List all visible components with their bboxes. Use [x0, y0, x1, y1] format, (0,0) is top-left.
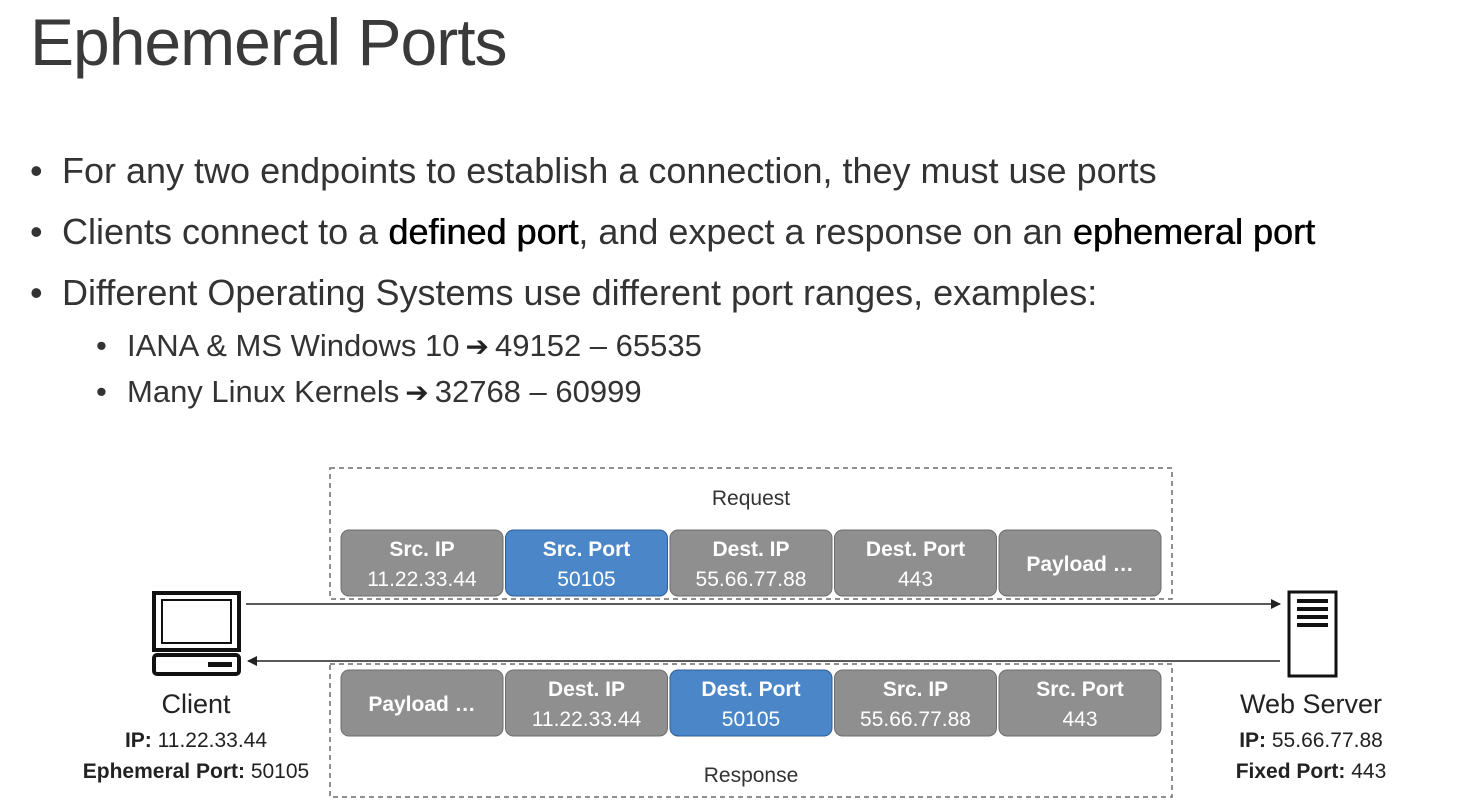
response-packet: Payload … Dest. IP 11.22.33.44 Dest. Port 50…	[340, 669, 1162, 737]
server-ip: IP: 55.66.77.88	[1239, 729, 1383, 752]
response-label: Response	[704, 764, 799, 787]
page-title: Ephemeral Ports	[30, 5, 508, 79]
bullet-item: Different Operating Systems use differen…	[30, 262, 1460, 323]
request-cell-value: 55.66.77.88	[696, 568, 807, 591]
client-ip: IP: 11.22.33.44	[125, 729, 267, 752]
request-cell-box	[340, 529, 504, 597]
response-cell-title: Payload …	[368, 693, 475, 716]
request-cell: Src. IP 11.22.33.44	[340, 529, 504, 597]
bullet-text: , and expect a response on an	[578, 211, 1073, 252]
response-cell-title: Dest. IP	[548, 678, 625, 701]
response-cell-title: Src. IP	[883, 678, 948, 701]
response-cell-value: 11.22.33.44	[532, 708, 642, 731]
client-port: Ephemeral Port: 50105	[83, 760, 309, 783]
request-cell: Src. Port 50105	[505, 529, 668, 597]
server-ip-value: 55.66.77.88	[1272, 729, 1383, 752]
server-port-value: 443	[1351, 760, 1386, 783]
response-cell-value: 443	[1062, 708, 1097, 731]
response-cell: Dest. IP 11.22.33.44	[505, 669, 668, 737]
server-icon	[1287, 590, 1338, 678]
request-cell: Dest. IP 55.66.77.88	[669, 529, 833, 597]
request-cell-box	[669, 529, 833, 597]
bullet-item: Clients connect to a defined port, and e…	[30, 201, 1460, 262]
response-cell-box	[505, 669, 668, 737]
request-cell-box	[834, 529, 997, 597]
response-cell: Payload …	[340, 669, 504, 737]
response-cell: Dest. Port 50105	[669, 669, 833, 737]
server-port: Fixed Port: 443	[1236, 760, 1387, 783]
bullet-item: For any two endpoints to establish a con…	[30, 140, 1460, 201]
response-cell-box	[340, 669, 504, 737]
sub-bullet-label: Many Linux Kernels	[127, 374, 400, 409]
response-cell-title: Src. Port	[1036, 678, 1124, 701]
sub-bullet-range: 32768 – 60999	[434, 374, 642, 409]
request-cell-value: 443	[898, 568, 933, 591]
response-frame	[329, 663, 1173, 798]
server-port-label: Fixed Port:	[1236, 760, 1346, 783]
sub-bullet-item: Many Linux Kernels➔32768 – 60999	[30, 369, 1460, 415]
bullet-text: For any two endpoints to establish a con…	[62, 150, 1157, 191]
computer-icon	[152, 591, 241, 676]
response-cell-box	[998, 669, 1162, 737]
request-cell-title: Src. IP	[389, 538, 454, 561]
sub-bullet-label: IANA & MS Windows 10	[127, 328, 460, 363]
client-port-value: 50105	[251, 760, 309, 783]
bullet-emphasis: defined port	[388, 211, 579, 252]
bullet-text: Clients connect to a	[62, 211, 389, 252]
client-name: Client	[161, 689, 231, 719]
request-cell-title: Dest. IP	[712, 538, 789, 561]
response-cell: Src. Port 443	[998, 669, 1162, 737]
response-cell-value: 50105	[722, 708, 780, 731]
client-port-label: Ephemeral Port:	[83, 760, 245, 783]
response-cell-box	[669, 669, 833, 737]
client-ip-value: 11.22.33.44	[158, 729, 268, 752]
response-cell-title: Dest. Port	[701, 678, 800, 701]
arrow-right-icon: ➔	[405, 377, 429, 408]
response-cell-value: 55.66.77.88	[860, 708, 971, 731]
response-cell: Src. IP 55.66.77.88	[834, 669, 997, 737]
bullet-emphasis: ephemeral port	[1072, 211, 1315, 252]
request-cell-title: Payload …	[1026, 553, 1133, 576]
request-cell-box	[505, 529, 668, 597]
request-cell: Payload …	[998, 529, 1162, 597]
request-cell: Dest. Port 443	[834, 529, 997, 597]
request-cell-title: Dest. Port	[866, 538, 965, 561]
request-packet: Src. IP 11.22.33.44 Src. Port 50105 Dest. IP…	[340, 529, 1162, 597]
request-cell-title: Src. Port	[543, 538, 631, 561]
sub-bullet-item: IANA & MS Windows 10➔49152 – 65535	[30, 323, 1460, 369]
sub-bullet-range: 49152 – 65535	[494, 328, 702, 363]
request-cell-box	[998, 529, 1162, 597]
response-cell-box	[834, 669, 997, 737]
request-label: Request	[712, 487, 790, 510]
server-ip-label: IP:	[1239, 729, 1266, 752]
bullet-text: Different Operating Systems use differen…	[62, 272, 1098, 313]
bullet-list: For any two endpoints to establish a con…	[30, 140, 1460, 415]
server-name: Web Server	[1240, 689, 1382, 719]
client-ip-label: IP:	[125, 729, 152, 752]
request-cell-value: 11.22.33.44	[367, 568, 477, 591]
request-cell-value: 50105	[557, 568, 615, 591]
arrow-right-icon: ➔	[465, 331, 489, 362]
